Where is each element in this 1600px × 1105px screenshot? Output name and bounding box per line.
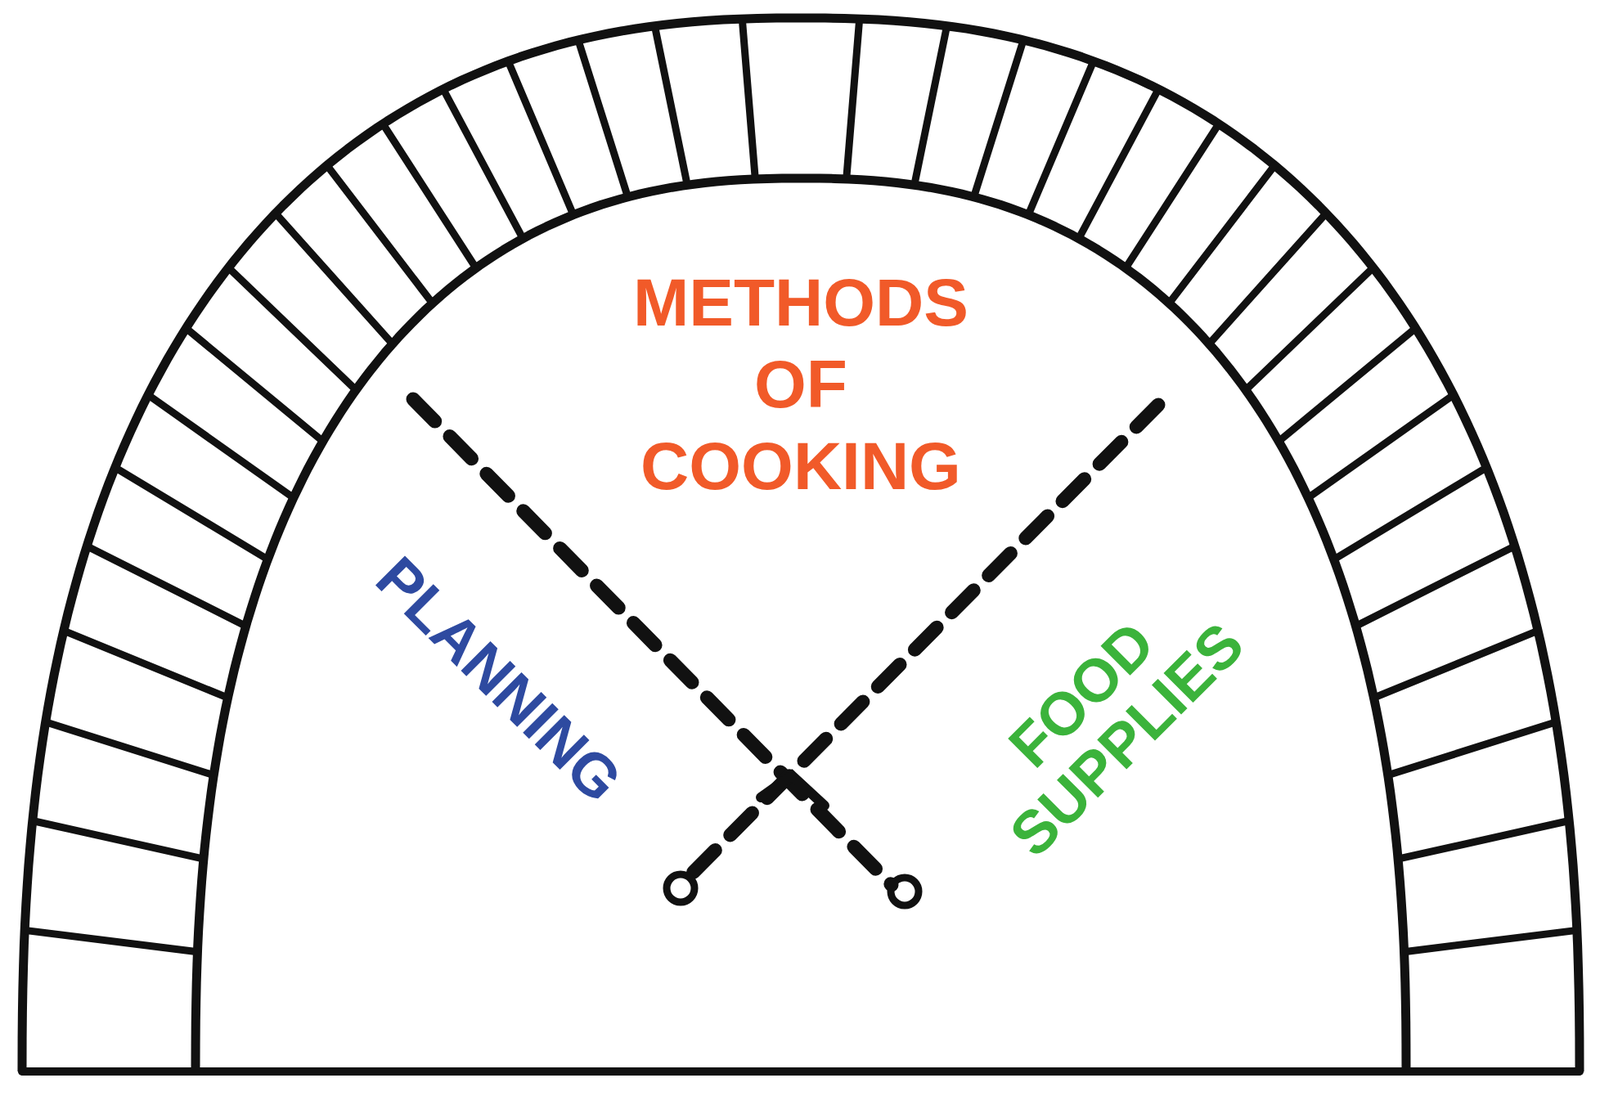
- brick-joint: [974, 40, 1025, 198]
- brick-joint: [45, 722, 215, 776]
- section-label: METHODS OF COOKING: [620, 261, 981, 508]
- brick-joint: [1168, 165, 1275, 304]
- section-label: FOOD SUPPLIES: [943, 556, 1266, 878]
- brick-joint: [1374, 630, 1539, 698]
- brick-joint: [578, 40, 629, 198]
- brick-joint: [1397, 821, 1569, 860]
- brick-joint: [741, 18, 756, 180]
- brick-joint: [1334, 467, 1488, 560]
- brick-joint: [1355, 546, 1515, 627]
- brick-joint: [148, 395, 294, 499]
- skewer-end: [890, 877, 919, 906]
- brick-joint: [1404, 930, 1578, 952]
- brick-joint: [185, 328, 323, 441]
- brick-joint: [24, 930, 198, 952]
- brick-joint: [1028, 61, 1094, 216]
- crossing-mark: [760, 775, 825, 806]
- brick-joint: [1078, 89, 1159, 239]
- section-label: PLANNING: [324, 505, 673, 854]
- skewer-end: [666, 874, 695, 903]
- brick-arch: [22, 17, 1580, 1072]
- arch-inner-edge: [195, 178, 1407, 1072]
- brick-joint: [63, 630, 229, 698]
- brick-joint: [654, 26, 688, 186]
- arch-base-line: [22, 1067, 1580, 1076]
- arch-outer-edge: [22, 17, 1580, 1072]
- brick-joint: [443, 89, 523, 239]
- brick-joint: [32, 821, 204, 860]
- brick-joint: [1307, 395, 1454, 499]
- brick-joint: [1125, 124, 1219, 269]
- brick-joint: [1388, 722, 1557, 776]
- brick-joint: [507, 61, 574, 216]
- brick-joint: [115, 467, 269, 560]
- brick-joint: [382, 124, 477, 269]
- brick-joint: [846, 18, 860, 180]
- brick-joint: [86, 546, 246, 627]
- brick-joint: [327, 165, 433, 304]
- brick-joint: [1278, 328, 1416, 441]
- brick-joint: [228, 267, 356, 391]
- brick-joint: [914, 26, 948, 186]
- brick-joint: [275, 213, 393, 345]
